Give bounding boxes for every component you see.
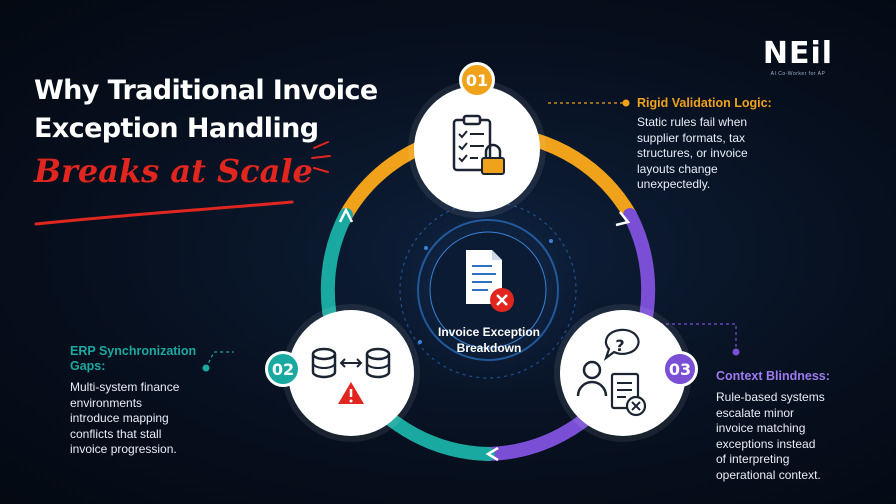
database-sync-warning-icon <box>311 347 391 404</box>
person-question-document-icon: ? <box>576 328 647 417</box>
callout-02-body: Multi-system finance environments introd… <box>70 380 180 456</box>
callout-02-title: ERP Synchronization Gaps: <box>70 344 197 373</box>
callout-03-body: Rule-based systems escalate minor invoic… <box>716 390 825 482</box>
connector-02 <box>205 351 234 369</box>
connector-dot-02 <box>202 364 210 372</box>
title-line-1: Why Traditional Invoice <box>34 75 378 106</box>
chevron-left-icon <box>485 446 499 462</box>
chevron-up-icon <box>338 207 354 223</box>
badge-03: 03 <box>662 351 698 387</box>
connector-dot-03 <box>732 348 740 356</box>
connector-dot-01 <box>622 99 630 107</box>
logo-mark: NEil <box>762 36 834 71</box>
inner-ring <box>417 219 559 361</box>
connector-03 <box>660 323 737 352</box>
badge-02: 02 <box>265 351 301 387</box>
callout-03-title: Context Blindness: <box>716 369 830 383</box>
document-error-icon <box>466 250 514 312</box>
logo-tagline: AI Co-Worker for AP <box>770 71 826 77</box>
center-label: Invoice Exception Breakdown <box>437 325 541 355</box>
callout-01-body: Static rules fail when supplier formats,… <box>637 115 748 191</box>
svg-text:?: ? <box>615 336 624 355</box>
title-line-2: Exception Handling <box>34 113 319 144</box>
page-title: Why Traditional Invoice Exception Handli… <box>34 72 378 190</box>
title-accent: Breaks at Scale <box>34 152 313 190</box>
spark-lines-icon <box>311 141 331 173</box>
checklist-lock-icon <box>452 114 505 175</box>
callout-01-title: Rigid Validation Logic: <box>637 96 772 110</box>
node-01 <box>414 86 540 212</box>
title-underline-icon <box>34 200 294 226</box>
node-02 <box>288 310 414 436</box>
brand-logo: NEil AI Co-Worker for AP <box>758 36 838 78</box>
badge-01: 01 <box>459 62 495 98</box>
chevron-right-icon <box>615 211 631 227</box>
